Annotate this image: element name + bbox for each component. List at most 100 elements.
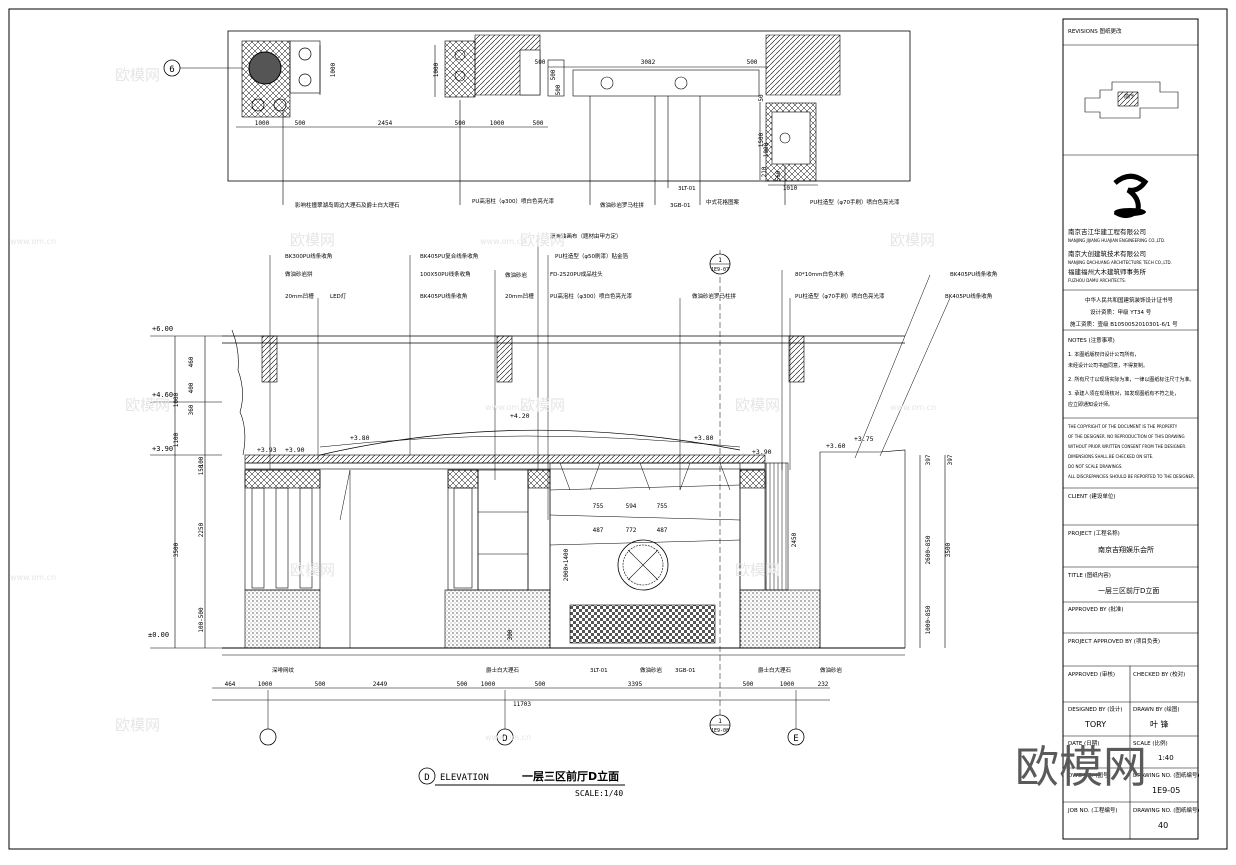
title-block-text: OF THE DESIGNER. NO REPRODUCTION OF THIS… — [1068, 434, 1185, 439]
title-block-text: TORY — [1084, 720, 1106, 729]
dim-text: 500 — [550, 69, 557, 80]
watermark-logo: 欧模网 — [115, 66, 160, 84]
dim-text: 772 — [626, 527, 637, 534]
watermark-logo: 欧模网 — [735, 561, 780, 579]
title-block-text: REVISIONS 图纸更改 — [1068, 27, 1122, 35]
callout-text: LED灯 — [330, 292, 347, 300]
dim-text: 1000 — [763, 142, 770, 157]
title-block-text: 1:40 — [1158, 754, 1174, 762]
title-block-text: PROJECT (工程名称) — [1068, 529, 1120, 537]
callout-text: 做油砂岩罗马柱拼 — [692, 292, 737, 300]
title-block-text: ALL DISCREPANCIES SHOULD BE REPORTED TO … — [1068, 474, 1195, 479]
callout-text: PU柱造型（φ70手刷）喷白色亮光漆 — [810, 198, 900, 206]
dim-text: 460 — [188, 356, 195, 367]
title-block-text: 未经设计公司书面同意，不得复制。 — [1068, 362, 1148, 369]
callout-text: 3GB-01 — [670, 203, 691, 209]
dim-text: 397 — [947, 454, 954, 465]
callout-text: PU高泡柱（φ300）喷白色亮光漆 — [472, 197, 554, 205]
title-block-text: FUZHOU DAMU ARCHITECTS. — [1068, 278, 1126, 283]
dim-text: 11703 — [513, 701, 531, 708]
callout-text: 深啡网纹 — [272, 666, 295, 674]
dim-text: 500 — [315, 681, 326, 688]
svg-text:ELEVATION: ELEVATION — [440, 773, 489, 783]
level-text: +3.80 — [350, 434, 370, 442]
watermark-url: www.om.cn — [485, 733, 531, 742]
callout-text: BK405PU线条收角 — [420, 292, 467, 300]
level-text: +3.93 — [257, 446, 277, 454]
svg-text:1E9-07: 1E9-07 — [711, 267, 729, 273]
dim-text: 1000~850 — [925, 605, 932, 634]
title-block-text: NANJING JIJIANG HUAJIAN ENGINEERING CO.,… — [1068, 238, 1165, 243]
dim-text: 232 — [818, 681, 829, 688]
level-text: +3.90 — [752, 448, 772, 456]
callout-text: 80*10mm白色木条 — [795, 270, 845, 278]
stone-wall — [477, 462, 741, 649]
dim-text: 500 — [535, 59, 546, 66]
company-logo-icon — [1113, 173, 1149, 218]
plan-view — [227, 30, 911, 186]
level-text: ±0.00 — [148, 631, 169, 639]
dim-text: 2250 — [198, 522, 205, 537]
middle-column — [444, 469, 551, 649]
title-block — [1062, 18, 1199, 840]
callout-text: BK405PU线条收角 — [945, 292, 992, 300]
dim-text: 2450 — [791, 532, 798, 547]
title-block-text: CHECKED BY (校对) — [1133, 670, 1185, 678]
svg-text:1E9-08: 1E9-08 — [711, 728, 729, 734]
title-block-text: CLIENT (建设单位) — [1068, 492, 1116, 500]
callout-text: 100X50PU线条收角 — [420, 270, 471, 278]
title-block-text: DATE (日期) — [1068, 740, 1099, 747]
callout-text: PU高泡柱（φ300）喷白色亮光漆 — [550, 292, 632, 300]
dim-text: 1000 — [173, 392, 180, 407]
title-block-text: TITLE (图纸内容) — [1067, 571, 1111, 579]
dim-text: 1000 — [330, 62, 337, 77]
dim-text: 400 — [188, 382, 195, 393]
svg-text:6: 6 — [169, 65, 174, 75]
level-text: +3.90 — [152, 445, 173, 453]
level-text: +4.60 — [152, 391, 173, 399]
title-block-text: WITHOUT PRIOR WRITTEN CONSENT FROM THE D… — [1068, 444, 1186, 449]
watermark-logo: 欧模网 — [520, 231, 565, 249]
watermark-logo: 欧模网 — [290, 231, 335, 249]
watermark-logo: 欧模网 — [290, 561, 335, 579]
watermark-logo: 欧模网 — [520, 396, 565, 414]
title-block-text: NANJING DACHUANG ARCHITECTURE TECH CO.,L… — [1068, 260, 1172, 265]
watermark-url: www.om.cn — [480, 237, 526, 246]
dim-text: 487 — [593, 527, 604, 534]
title-block-text: APPROVED (审核) — [1068, 670, 1115, 678]
title-block-text: 1E9-05 — [1152, 786, 1180, 795]
callout-text: 爵士白大理石 — [758, 666, 792, 674]
title-block-text: 南京吉江华建工程有限公司 — [1068, 227, 1146, 236]
dim-text: 50 — [758, 94, 765, 102]
title-block-text: 南京大创建筑技术有限公司 — [1068, 249, 1146, 258]
callout-text: 做油砂岩罗马柱拼 — [600, 201, 645, 209]
level-text: +3.90 — [285, 446, 305, 454]
level-text: +6.00 — [152, 325, 173, 333]
dim-text: 1000 — [255, 120, 270, 127]
dim-text: 594 — [626, 503, 637, 510]
title-block-text: DESIGNED BY (设计) — [1068, 705, 1123, 713]
grid-bubble-blank — [259, 728, 277, 746]
callout-text: 中式花格图案 — [706, 198, 740, 206]
grid-bubble-D: D — [496, 728, 514, 746]
dim-text: 2454 — [378, 120, 393, 127]
dim-text: 300 — [507, 629, 514, 640]
grid-bubble-E: E — [787, 728, 805, 746]
title-block-text: 南京吉翔娱乐会所 — [1098, 545, 1154, 554]
watermark-logo-large: 欧模网 — [1015, 742, 1147, 793]
dim-text: 3082 — [641, 59, 656, 66]
section-mark-top: 1 1E9-07 — [709, 253, 731, 275]
watermark-url: www.om.cn — [10, 237, 56, 246]
level-text: +3.75 — [854, 435, 874, 443]
dim-text: 500 — [295, 120, 306, 127]
title-block-text: NOTES (注意事项) — [1068, 336, 1115, 344]
dim-text: 1000 — [433, 62, 440, 77]
dim-text: 755 — [657, 503, 668, 510]
title-block-text: 设计资质：甲级 YT34 号 — [1090, 308, 1152, 316]
callout-text: 3GB-01 — [675, 668, 696, 674]
elevation-leaders — [269, 235, 951, 520]
dim-text: 500 — [747, 59, 758, 66]
svg-text:1: 1 — [718, 718, 722, 725]
callout-text: 做油砂岩 — [820, 666, 843, 674]
